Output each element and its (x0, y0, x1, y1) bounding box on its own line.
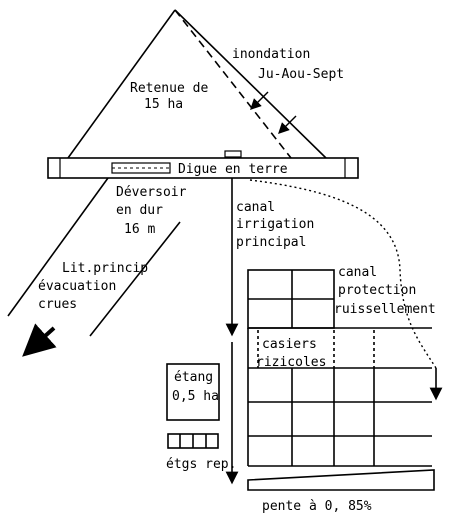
label-lit-3: crues (38, 297, 77, 312)
label-deversoir-2: en dur (116, 203, 163, 218)
etang-box (166, 363, 220, 421)
label-canal-irr-3: principal (236, 235, 306, 250)
reservoir-triangle (67, 9, 327, 159)
label-pente: pente à 0, 85% (262, 499, 372, 514)
pente-wedge (247, 469, 435, 491)
etangs-reproduction (167, 433, 219, 449)
label-canal-prot-2: protection (338, 283, 416, 298)
casiers-grid-upper (247, 269, 335, 329)
label-ju-aou-sept: Ju-Aou-Sept (258, 67, 344, 82)
canal-protection-ruissellement (249, 179, 437, 369)
inondation-arrow-1 (250, 91, 269, 110)
label-casiers-2: rizicoles (256, 355, 326, 370)
casiers-grid-lower (247, 327, 432, 467)
inondation-arrow-2 (278, 115, 297, 134)
label-deversoir-3: 16 m (124, 222, 155, 237)
label-canal-irr-1: canal (236, 200, 275, 215)
label-lit-1: Lit.princip (62, 261, 148, 276)
label-canal-irr-2: irrigation (236, 217, 314, 232)
lit-evacuation-crues (7, 177, 181, 337)
label-etgs-rep: étgs rep. (166, 457, 236, 472)
label-canal-prot-3: ruissellement (334, 302, 436, 317)
label-retenue-2: 15 ha (144, 97, 183, 112)
label-inondation: inondation (232, 47, 310, 62)
label-etang-2: 0,5 ha (172, 389, 219, 404)
label-retenue-1: Retenue de (130, 81, 208, 96)
label-digue: Digue en terre (178, 162, 288, 177)
label-casiers-1: casiers (262, 337, 317, 352)
label-deversoir-1: Déversoir (116, 185, 187, 200)
label-canal-prot-1: canal (338, 265, 377, 280)
crue-direction-arrow (22, 323, 57, 357)
label-lit-2: évacuation (38, 279, 116, 294)
label-etang-1: étang (174, 370, 213, 385)
